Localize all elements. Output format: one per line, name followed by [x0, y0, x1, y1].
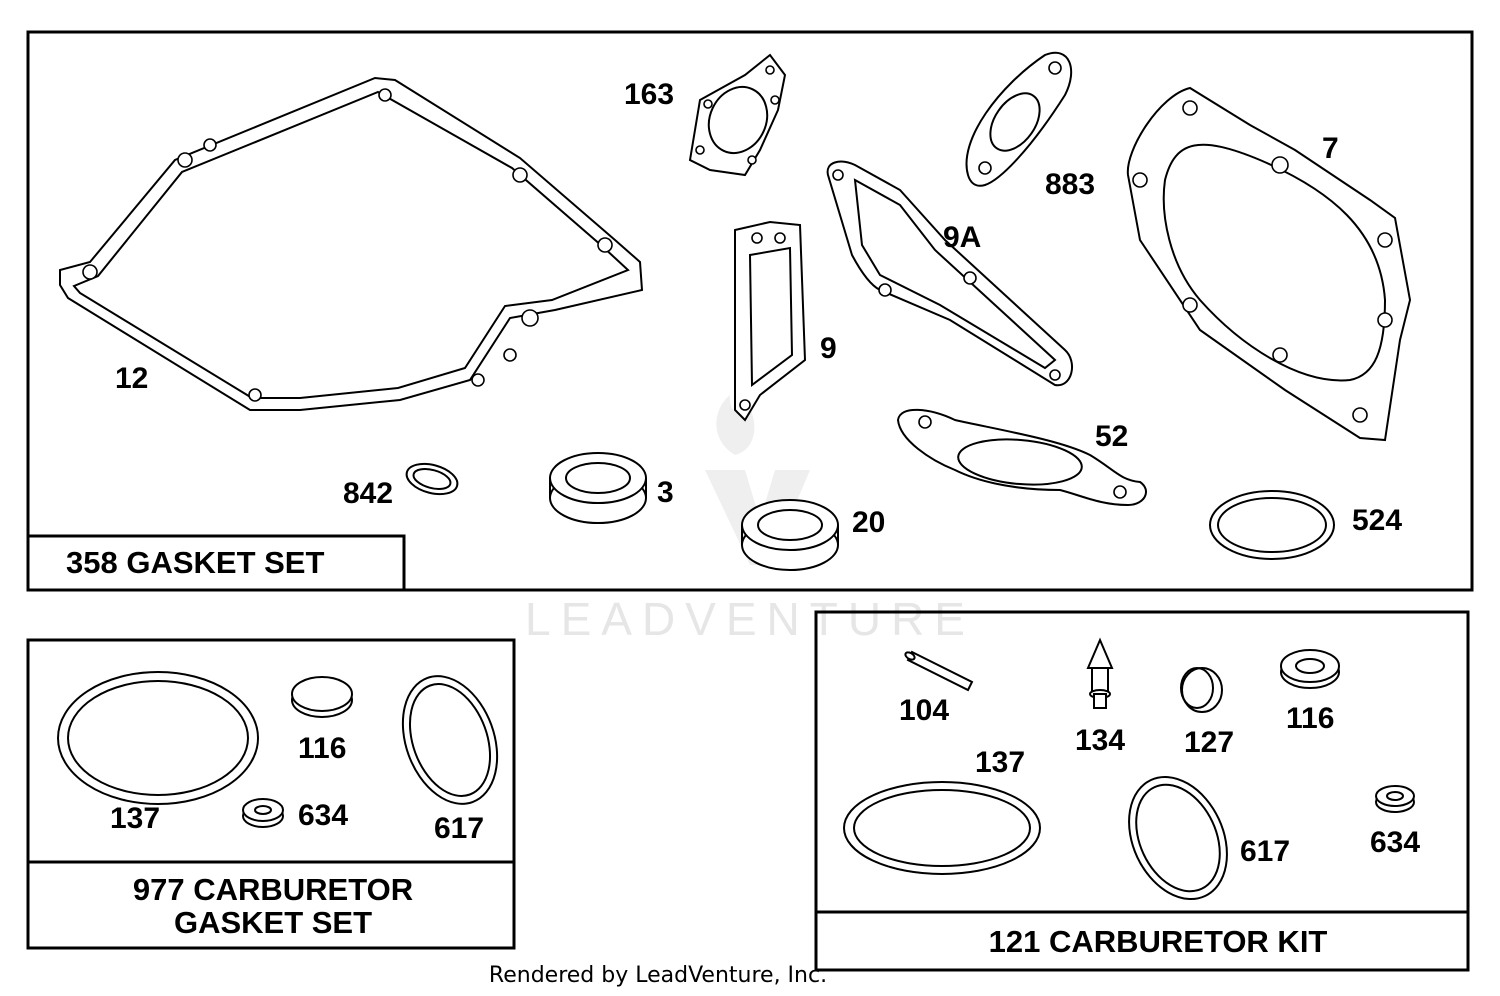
part-12-crankcase-gasket[interactable] [59, 76, 644, 411]
label-127: 127 [1184, 726, 1234, 759]
carb-kit-title: 121 CARBURETOR KIT [989, 924, 1328, 959]
rendered-by-credit: Rendered by LeadVenture, Inc. [489, 963, 827, 988]
label-163: 163 [624, 78, 674, 111]
part-842-seal[interactable] [403, 459, 460, 500]
part-617-gasket-kit[interactable] [1110, 761, 1246, 915]
gasket-set-panel: 358 GASKET SET 12 163 [26, 30, 1474, 592]
carb-gasket-set-title-line1: 977 CARBURETOR [133, 872, 413, 907]
part-20-oil-seal[interactable] [741, 499, 839, 571]
label-634-kit: 634 [1370, 826, 1420, 859]
part-7-cylinder-head-gasket[interactable] [1126, 86, 1412, 442]
carb-kit-frame [814, 610, 1470, 972]
label-116-kit: 116 [1286, 702, 1334, 735]
label-116: 116 [298, 732, 346, 765]
part-9A-gasket[interactable] [826, 160, 1074, 387]
part-163-gasket[interactable] [688, 53, 787, 177]
label-3: 3 [657, 476, 674, 509]
leadventure-watermark: LEADVENTURE [525, 395, 975, 645]
label-842: 842 [343, 477, 393, 510]
gasket-set-title: 358 GASKET SET [66, 545, 324, 580]
label-9: 9 [820, 332, 837, 365]
carb-gasket-set-frame [26, 638, 516, 950]
label-7: 7 [1322, 132, 1339, 165]
part-634-washer[interactable] [242, 798, 284, 828]
label-137-kit: 137 [975, 746, 1025, 779]
part-104-pin[interactable] [904, 650, 974, 692]
part-137-gasket[interactable] [57, 671, 259, 805]
part-116-washer-kit[interactable] [1280, 649, 1340, 689]
label-617: 617 [434, 812, 484, 845]
carb-gasket-set-panel: 977 CARBURETOR GASKET SET 137 116 634 61… [26, 638, 516, 950]
carb-kit-panel: 121 CARBURETOR KIT 104 134 127 116 [814, 610, 1470, 972]
carb-gasket-set-title-line2: GASKET SET [174, 905, 372, 940]
part-617-gasket[interactable] [386, 663, 514, 817]
gasket-set-frame [26, 30, 1474, 592]
part-9-gasket[interactable] [734, 220, 807, 422]
part-3-oil-seal[interactable] [549, 452, 647, 524]
part-116-washer[interactable] [291, 676, 353, 718]
part-634-washer-kit[interactable] [1375, 785, 1415, 813]
label-524: 524 [1352, 504, 1402, 537]
label-9A: 9A [943, 221, 981, 254]
label-617-kit: 617 [1240, 835, 1290, 868]
part-883-intake-gasket[interactable] [965, 51, 1073, 187]
part-524-o-ring[interactable] [1209, 490, 1335, 560]
label-12: 12 [115, 362, 148, 395]
label-134: 134 [1075, 724, 1125, 757]
part-52-exhaust-gasket[interactable] [896, 408, 1147, 507]
part-137-gasket-kit[interactable] [843, 781, 1041, 875]
part-134-needle-valve[interactable] [1086, 637, 1114, 709]
watermark-text: LEADVENTURE [525, 593, 975, 645]
label-634: 634 [298, 799, 348, 832]
part-127-plug[interactable] [1180, 667, 1223, 713]
label-883: 883 [1045, 168, 1095, 201]
label-52: 52 [1095, 420, 1128, 453]
label-137: 137 [110, 802, 160, 835]
label-20: 20 [852, 506, 885, 539]
gasket-set-title-box [26, 534, 406, 592]
label-104: 104 [899, 694, 949, 727]
